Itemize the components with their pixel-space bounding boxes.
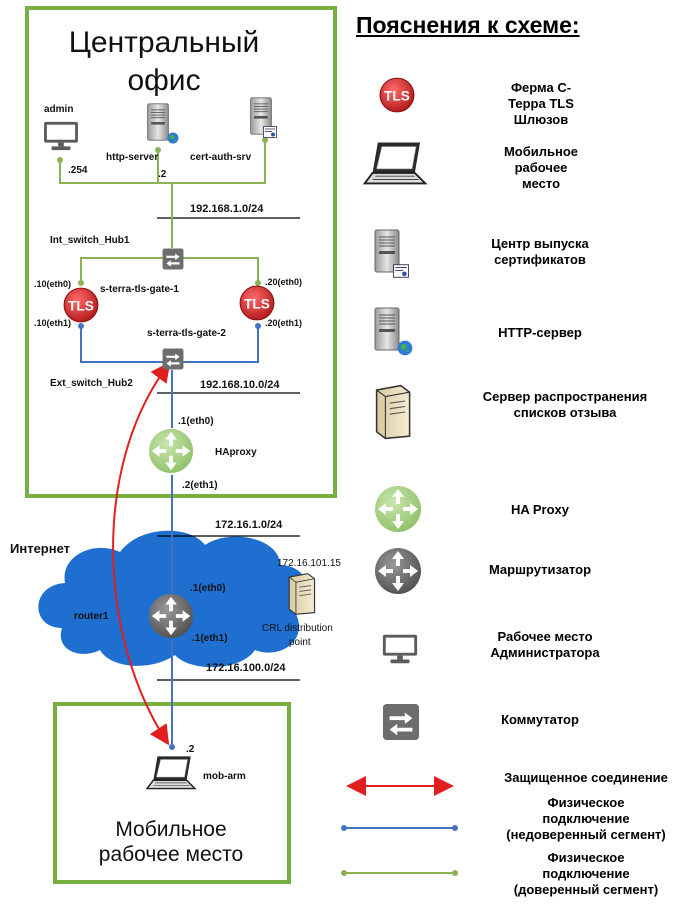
legend-item-trusted: Физическое подключение (доверенный сегме… <box>478 850 694 898</box>
legend-line: Шлюзов <box>513 112 569 127</box>
legend-item-crl: Сервер распространения списков отзыва <box>455 389 675 421</box>
crl-label-1: CRL distribution <box>262 623 333 634</box>
tls-gateway-2-icon[interactable] <box>239 285 275 321</box>
legend-line: Терра TLS <box>508 96 574 111</box>
router-label: router1 <box>74 611 109 622</box>
trusted-link-admin <box>59 140 266 184</box>
central-office-box <box>25 6 337 498</box>
crl-addr: 172.16.101.15 <box>277 558 341 569</box>
http-server-icon[interactable] <box>147 103 179 144</box>
crl-label-2: point <box>289 637 311 648</box>
legend-item-router: Маршрутизатор <box>470 562 610 578</box>
legend-item-admin: Рабочее место Администратора <box>470 629 620 661</box>
legend-title: Пояснения к схеме: <box>356 12 580 38</box>
admin-addr: .254 <box>68 165 88 176</box>
haproxy-eth1: .2(eth1) <box>182 480 218 491</box>
legend-item-laptop: Мобильное рабочее место <box>486 144 596 192</box>
legend-line: Физическое <box>547 850 625 865</box>
legend-tls-icon <box>379 77 415 113</box>
cert-auth-label: cert-auth-srv <box>190 152 252 163</box>
legend-item-switch: Коммутатор <box>470 712 610 728</box>
legend-item-haproxy: HA Proxy <box>470 502 610 518</box>
tls-gateway-1-icon[interactable] <box>63 287 99 323</box>
legend-item-untrusted: Физическое подключение (недоверенный сег… <box>478 795 694 843</box>
mobile-title-2: рабочее место <box>99 843 243 866</box>
legend-haproxy-icon <box>375 486 421 532</box>
legend-line: Центр выпуска <box>491 236 589 251</box>
legend-crl-server-icon <box>375 384 411 440</box>
net-192-168-1-label: 192.168.1.0/24 <box>190 203 264 215</box>
legend-line: Администратора <box>490 645 600 660</box>
central-office-title-2: офис <box>127 64 200 97</box>
internet-title: Интернет <box>10 541 70 556</box>
http-server-addr: .2 <box>158 169 167 180</box>
legend-line: Мобильное <box>503 144 579 159</box>
haproxy-icon[interactable] <box>148 428 194 474</box>
crl-server-icon[interactable] <box>288 573 316 615</box>
legend-item-cert: Центр выпуска сертификатов <box>470 236 610 268</box>
laptop-icon[interactable] <box>146 755 196 790</box>
router-eth1: .1(eth1) <box>192 633 228 644</box>
legend-item-tls: Ферма С- Терра TLS Шлюзов <box>486 80 596 128</box>
gate1-eth0: .10(eth0) <box>34 279 71 289</box>
admin-pc-icon[interactable] <box>44 121 78 151</box>
net-192-168-10-label: 192.168.10.0/24 <box>200 379 280 391</box>
gate1-label: s-terra-tls-gate-1 <box>100 284 179 295</box>
legend-item-http: HTTP-сервер <box>470 325 610 341</box>
legend-switch-icon <box>382 703 420 741</box>
admin-label: admin <box>44 104 73 115</box>
legend-cert-server-icon <box>374 229 409 278</box>
legend-laptop-icon <box>363 141 427 185</box>
haproxy-label: HAproxy <box>215 447 257 458</box>
legend-line: (доверенный сегмент) <box>513 882 659 897</box>
legend-http-server-icon <box>374 307 413 356</box>
legend-line: Коммутатор <box>501 712 579 727</box>
legend-line: HA Proxy <box>510 502 570 517</box>
legend-line: HTTP-сервер <box>498 325 582 340</box>
legend-line: рабочее <box>514 160 568 175</box>
int-switch-icon[interactable] <box>162 248 184 270</box>
int-switch-label: Int_switch_Hub1 <box>50 235 130 246</box>
central-office-title-1: Центральный <box>69 26 260 59</box>
secure-connection-arrow <box>112 361 171 746</box>
http-server-label: http-server <box>106 152 158 163</box>
legend-admin-pc-icon <box>382 634 418 664</box>
gate1-eth1: .10(eth1) <box>34 318 71 328</box>
laptop-addr: .2 <box>186 744 195 755</box>
router-eth0: .1(eth0) <box>190 583 226 594</box>
legend-untrusted-link <box>341 825 458 831</box>
gate2-eth1: .20(eth1) <box>265 318 302 328</box>
gate2-eth0: .20(eth0) <box>265 277 302 287</box>
legend-line: сертификатов <box>494 252 586 267</box>
mobile-title-1: Мобильное <box>115 818 226 841</box>
legend-line: Маршрутизатор <box>488 562 592 577</box>
legend-line: подключение <box>542 866 630 881</box>
haproxy-eth0: .1(eth0) <box>178 416 214 427</box>
gate2-label: s-terra-tls-gate-2 <box>147 328 226 339</box>
legend-line: Ферма С- <box>510 80 572 95</box>
legend-router-icon <box>375 548 421 594</box>
legend-line: место <box>521 176 561 191</box>
legend-line: (недоверенный сегмент) <box>506 827 666 842</box>
ext-switch-icon[interactable] <box>162 348 184 370</box>
legend-line: Сервер распространения <box>482 389 648 404</box>
cert-server-icon[interactable] <box>250 97 277 138</box>
ext-switch-label: Ext_switch_Hub2 <box>50 378 133 389</box>
laptop-label: mob-arm <box>203 771 246 782</box>
legend-line: Рабочее место <box>497 629 593 644</box>
net-172-16-100-label: 172.16.100.0/24 <box>206 662 286 674</box>
net-172-16-1-label: 172.16.1.0/24 <box>215 519 283 531</box>
legend-line: подключение <box>542 811 630 826</box>
router-icon[interactable] <box>148 593 194 639</box>
legend-trusted-link <box>341 870 458 876</box>
legend-item-secure: Защищенное соединение <box>478 770 694 786</box>
legend-line: Защищенное соединение <box>504 770 668 785</box>
legend-line: списков отзыва <box>513 405 617 420</box>
legend-line: Физическое <box>547 795 625 810</box>
